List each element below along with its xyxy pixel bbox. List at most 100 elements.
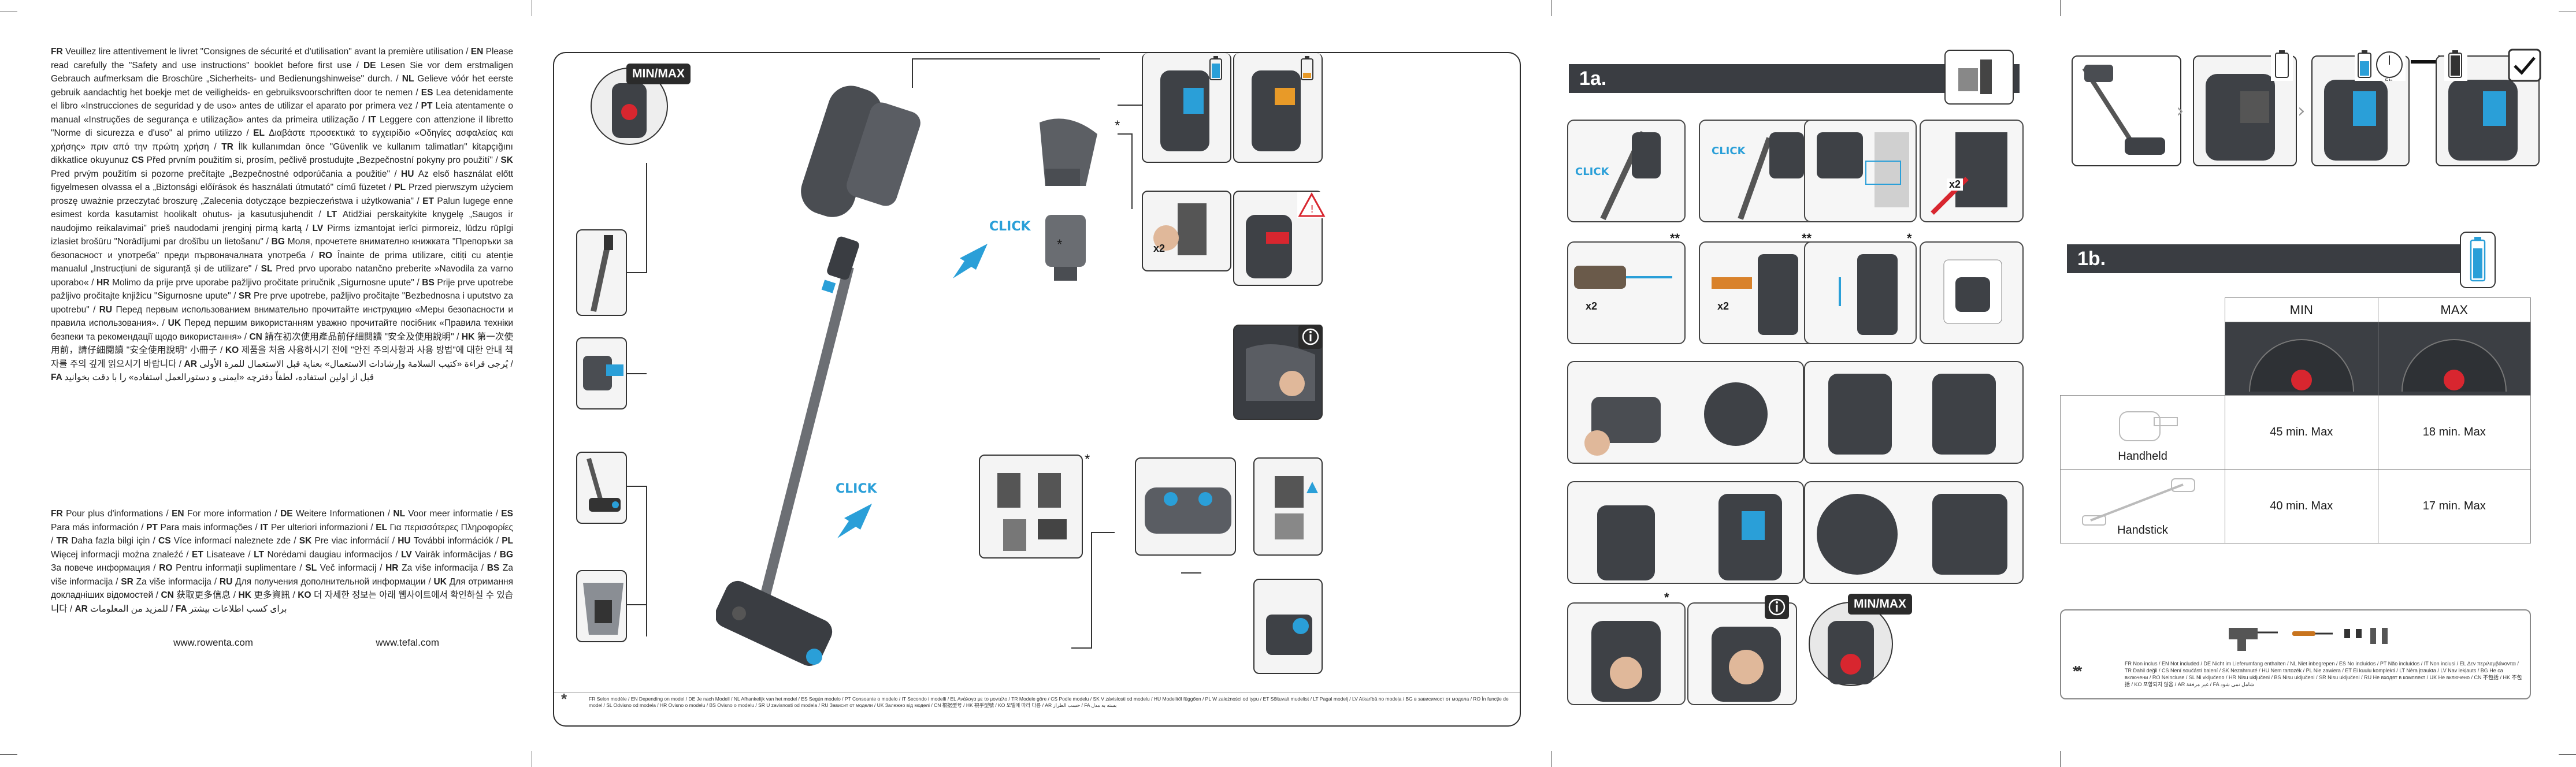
language-code: SK: [500, 155, 514, 165]
step-star: *: [1907, 231, 1912, 245]
language-text: Para más información /: [51, 522, 147, 533]
row-handstick-label: Handstick: [2060, 469, 2225, 543]
website-links: www.rowenta.com www.tefal.com: [173, 637, 439, 649]
language-code: PT: [421, 101, 436, 111]
language-text: Διαβάστε προσεκτικά το εγχειρίδιο «Οδηγί…: [51, 128, 513, 152]
language-code: AR: [75, 604, 91, 614]
language-code: CN: [161, 590, 177, 600]
language-code: UK: [168, 318, 184, 328]
language-code: RO: [318, 250, 338, 260]
rowenta-url[interactable]: www.rowenta.com: [173, 637, 253, 648]
language-text: Norėdami daugiau informacijos /: [267, 549, 402, 560]
language-code: SR: [238, 291, 254, 301]
language-text: 請在初次使用產品前仔細閱讀 "安全及使用說明" /: [265, 332, 462, 342]
language-text: يُرجى قراءة «كتيب السلامة وإرشادات الاست…: [199, 359, 513, 369]
language-text: Για περισσότερες Πληροφορίες /: [51, 522, 513, 546]
language-text: Více informací naleznete zde /: [173, 536, 299, 546]
language-code: LT: [326, 210, 343, 219]
step-1a-13: [1567, 602, 1686, 705]
warning-icon: !: [1297, 192, 1326, 218]
language-code: UK: [433, 576, 450, 587]
language-text: Več informacij /: [320, 563, 386, 573]
language-text: Prije prve upotrebe pažljivo pročitajte …: [51, 277, 513, 301]
language-text: Palun lugege enne esimest korda kasutami…: [51, 196, 513, 220]
click-arrow-icon: [837, 504, 872, 538]
handstick-max: 17 min. Max: [2377, 469, 2531, 543]
tefal-url[interactable]: www.tefal.com: [376, 637, 439, 648]
language-text: За повече информация /: [51, 563, 159, 573]
language-code: FR: [51, 47, 65, 57]
footnote-star: *: [561, 690, 567, 708]
language-code: IT: [260, 522, 271, 533]
language-code: SL: [305, 563, 320, 573]
checkmark-icon: [2508, 49, 2541, 82]
step-1a-3: [1804, 120, 1917, 222]
language-text: For more information /: [187, 509, 281, 519]
language-code: HU: [401, 169, 418, 179]
battery-release-thumb: [1135, 457, 1236, 556]
language-text: Za više informacija /: [136, 576, 220, 587]
drill-tools-illustration: [2229, 628, 2388, 651]
not-included-box: ** FR Non inclus / EN Not included / DE …: [2060, 609, 2531, 699]
language-text: Za više informacija /: [51, 563, 514, 587]
language-text: Před prvním použitím si, prosím, pečlivě…: [146, 155, 501, 165]
language-text: برای کسب اطلاعات بیشتر: [189, 604, 287, 614]
handstick-min: 40 min. Max: [2225, 469, 2378, 543]
battery-charge-icon: [1209, 56, 1222, 80]
step-1a-9: [1567, 361, 1804, 464]
language-code: ET: [192, 549, 207, 560]
language-code: ES: [421, 87, 436, 98]
section-1b-header: 1b.: [2067, 244, 2466, 273]
step-1a-8: [1920, 241, 2024, 344]
language-text: Lisateave /: [206, 549, 254, 560]
crop-mark: [1551, 0, 1552, 16]
language-text: Az első használat előtt figyelmesen olva…: [51, 169, 513, 193]
language-text: Weitere Informationen /: [296, 509, 394, 519]
language-text: Lesen Sie vor dem erstmaligen Gebrauch a…: [51, 60, 513, 84]
crop-mark: [1551, 751, 1552, 767]
note-stars: **: [2073, 662, 2082, 680]
attachment-thumb-crevice: [576, 337, 627, 409]
language-code: CS: [158, 536, 174, 546]
minmax-indicator-image: [589, 60, 670, 147]
handheld-max: 18 min. Max: [2377, 395, 2531, 470]
crop-mark: [2060, 751, 2061, 767]
language-text: Pour plus d'informations /: [66, 509, 172, 519]
language-code: DE: [280, 509, 296, 519]
language-code: EN: [470, 47, 486, 57]
row-handheld-label: Handheld: [2060, 395, 2225, 470]
language-text: Leggere con attenzione il libretto "Norm…: [51, 114, 513, 139]
minmax-label: MIN/MAX: [626, 64, 691, 84]
language-text: 获取更多信息 /: [176, 590, 239, 600]
language-code: DE: [363, 60, 381, 70]
language-text: Voor meer informatie /: [408, 509, 502, 519]
crop-mark: [2060, 0, 2061, 16]
language-text: 제품을 처음 사용하시기 전에 "안전 주의사항과 사용 방법"에 대한 안내 …: [51, 345, 513, 369]
language-code: KO: [298, 590, 314, 600]
column-min: MIN: [2225, 297, 2378, 322]
language-text: للمزيد من المعلومات /: [90, 604, 176, 614]
language-code: HU: [398, 536, 414, 546]
language-code: TR: [221, 142, 239, 152]
step-1a-1: CLICK: [1567, 120, 1686, 222]
language-code: ET: [422, 196, 437, 206]
step-1a-7: [1804, 241, 1917, 344]
step-1a-11: [1567, 481, 1804, 584]
language-text: 第一次使用前，請仔細閱讀 "安全使用說明" 小冊子 /: [51, 332, 513, 356]
language-text: Для отримання докладніших відомостей /: [51, 576, 513, 601]
section-1a-icon-wallmount: [1944, 50, 2014, 105]
minmax-label: MIN/MAX: [1848, 594, 1912, 615]
step-1a-4: x2: [1920, 120, 2024, 222]
autonomy-table: MIN MAX Handheld 45 min. Max 18 min. Max…: [2060, 297, 2531, 543]
language-text: Gelieve vóór het eerste gebruik aandacht…: [51, 74, 513, 98]
wall-mount-thumb: x2: [1142, 191, 1231, 271]
language-text: Vairāk informācijas /: [415, 549, 500, 560]
attachment-thumb-tube: [576, 229, 627, 316]
handheld-min: 45 min. Max: [2225, 395, 2378, 470]
language-text: Lea detenidamente el libro «Instruccione…: [51, 87, 514, 111]
language-text: Перед первым использованием внимательно …: [51, 304, 513, 329]
language-code: LV: [401, 549, 415, 560]
language-code: BS: [487, 563, 503, 573]
language-code: EN: [172, 509, 188, 519]
screw-count: x2: [1717, 300, 1729, 312]
